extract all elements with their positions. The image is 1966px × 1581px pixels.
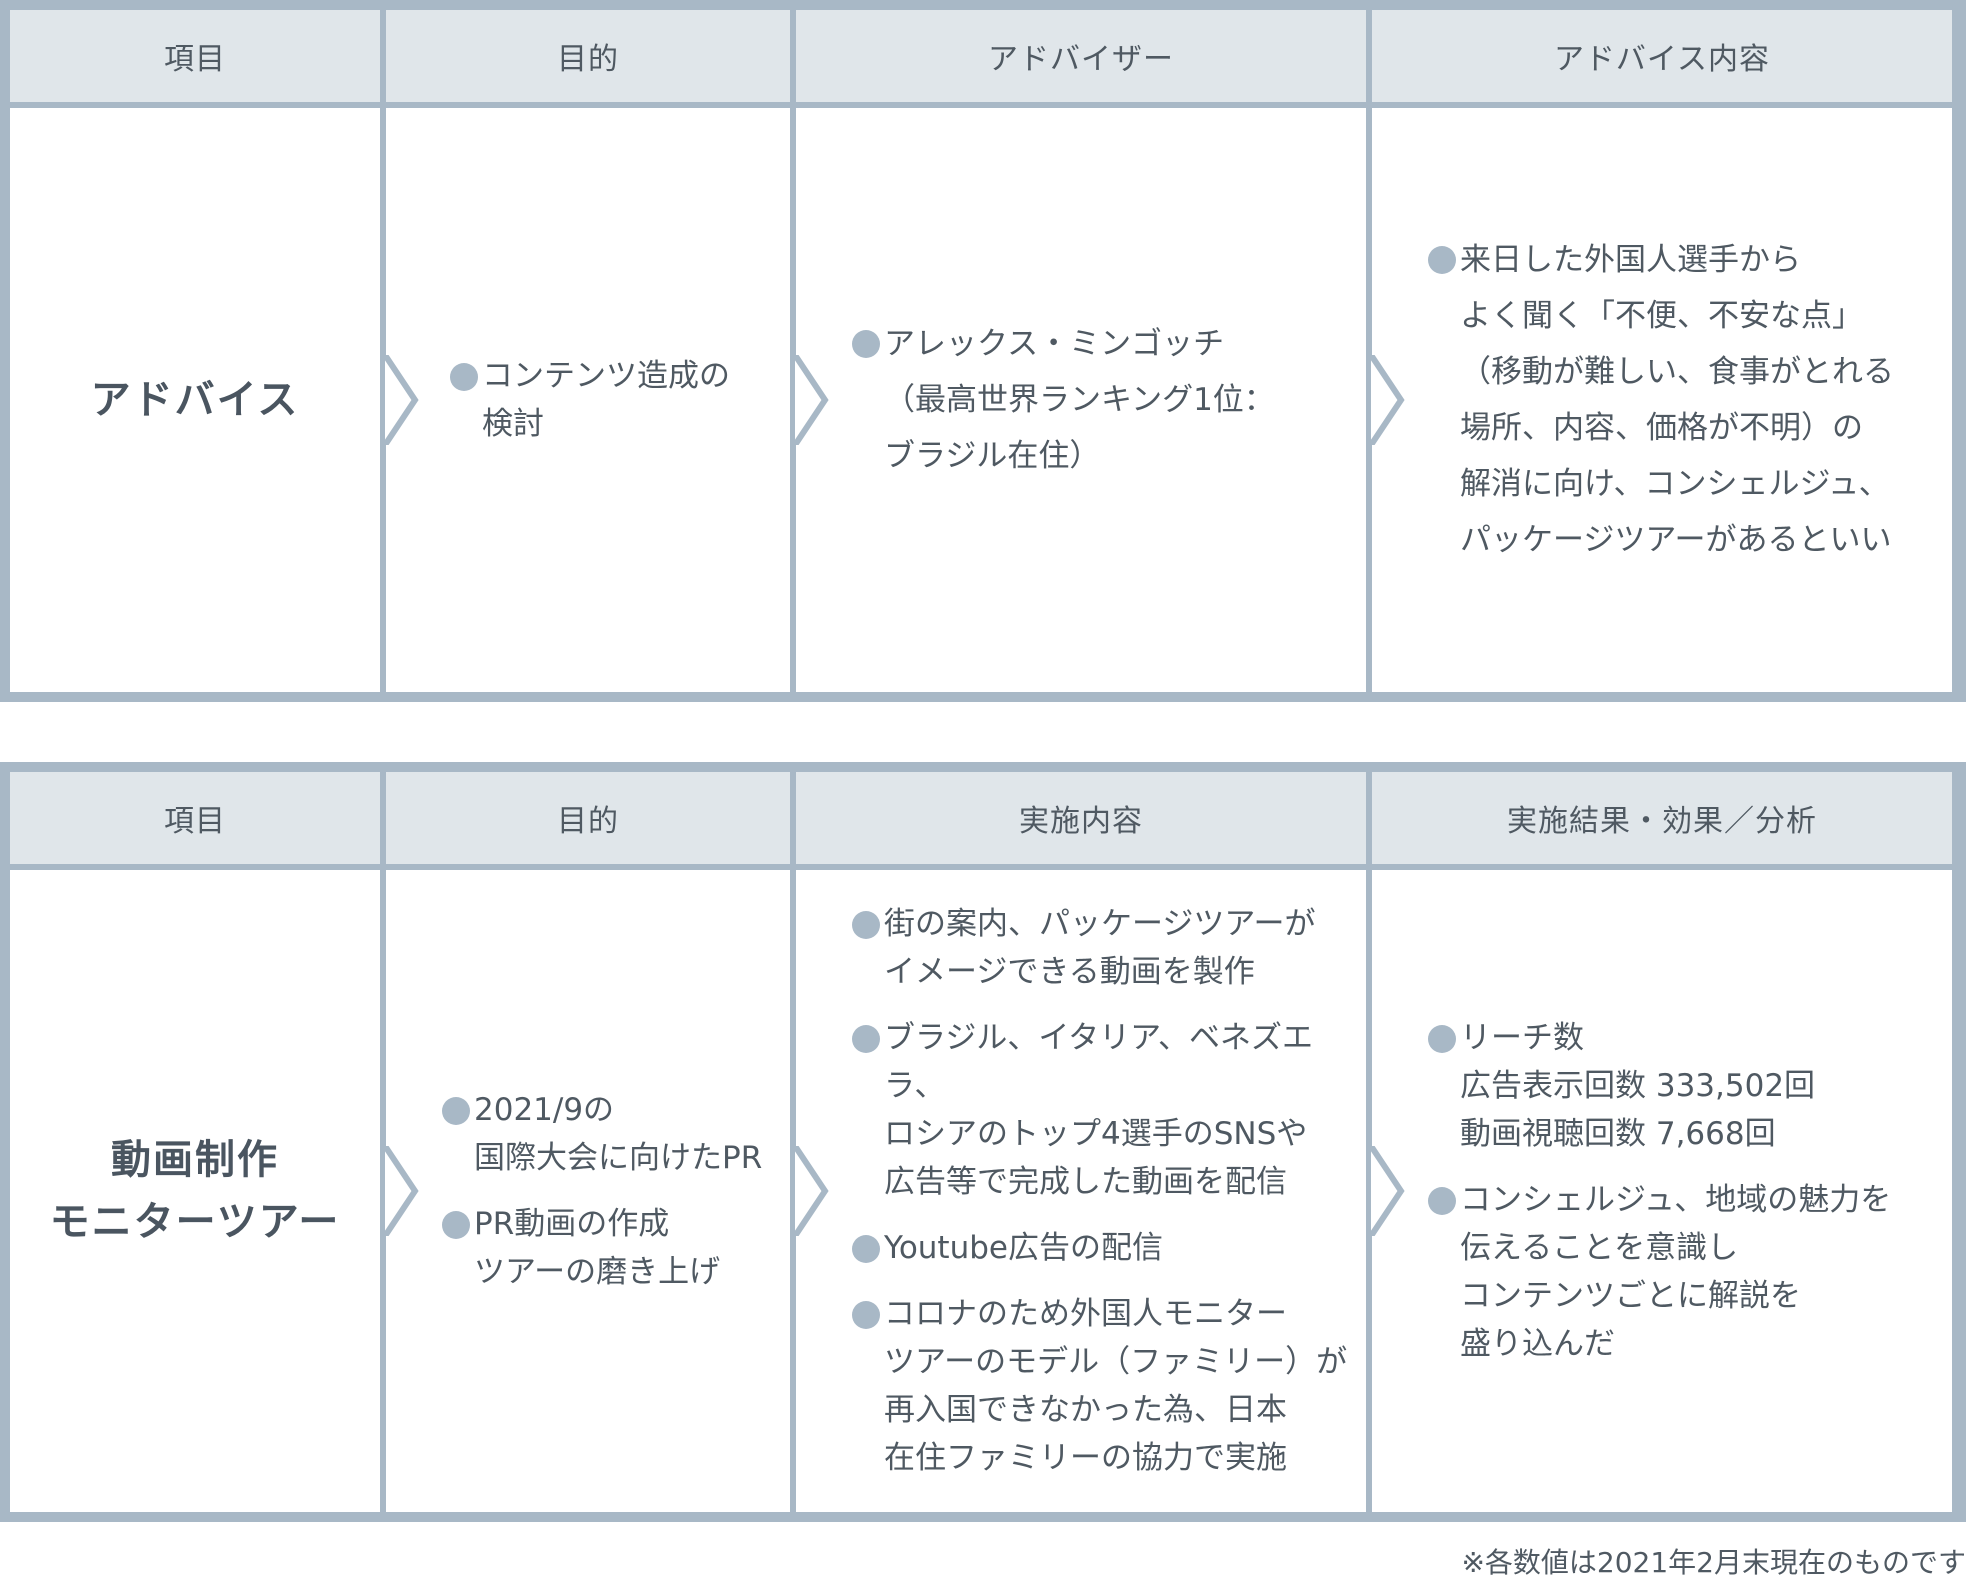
header-purpose: 目的	[386, 10, 790, 102]
list-item: コンシェルジュ、地域の魅力を 伝えることを意識し コンテンツごとに解説を 盛り込…	[1428, 1176, 1891, 1368]
list-item: コロナのため外国人モニター ツアーのモデル（ファミリー）が 再入国できなかった為…	[852, 1290, 1366, 1482]
implementation-text: ブラジル、イタリア、ベネズエラ、 ロシアのトップ4選手のSNSや 広告等で完成し…	[884, 1020, 1314, 1200]
advice-list: 来日した外国人選手から よく聞く「不便、不安な点」 （移動が難しい、食事がとれる…	[1428, 232, 1894, 568]
item-title-line1: 動画制作	[111, 1137, 279, 1183]
bullet-dot	[852, 1025, 880, 1053]
list-item: 街の案内、パッケージツアーが イメージできる動画を製作	[852, 900, 1366, 996]
purpose-text: 2021/9の 国際大会に向けたPR	[474, 1092, 763, 1176]
header-implementation: 実施内容	[796, 772, 1366, 864]
list-item: 2021/9の 国際大会に向けたPR	[442, 1086, 762, 1182]
list-item: 来日した外国人選手から よく聞く「不便、不安な点」 （移動が難しい、食事がとれる…	[1428, 232, 1894, 568]
results-text: コンシェルジュ、地域の魅力を 伝えることを意識し コンテンツごとに解説を 盛り込…	[1460, 1182, 1892, 1362]
chevron-right-icon	[385, 355, 425, 445]
list-item: アレックス・ミンゴッチ （最高世界ランキング1位： ブラジル在住）	[852, 316, 1275, 484]
bullet-dot	[852, 1235, 880, 1263]
list-item: PR動画の作成 ツアーの磨き上げ	[442, 1200, 762, 1296]
chevron-right-icon	[1371, 355, 1411, 445]
purpose-text: PR動画の作成 ツアーの磨き上げ	[474, 1206, 721, 1290]
advice-content-cell: 来日した外国人選手から よく聞く「不便、不安な点」 （移動が難しい、食事がとれる…	[1371, 108, 1952, 692]
footnote: ※各数値は2021年2月末現在のものです	[1461, 1546, 1966, 1579]
implementation-text: Youtube広告の配信	[884, 1230, 1163, 1266]
header-advisor: アドバイザー	[796, 10, 1366, 102]
results-cell: リーチ数 広告表示回数 333,502回 動画視聴回数 7,668回 コンシェル…	[1371, 870, 1952, 1512]
purpose-list: コンテンツ造成の 検討	[450, 352, 730, 448]
bullet-dot	[1428, 246, 1456, 274]
bullet-dot	[852, 330, 880, 358]
item-cell: 動画制作 モニターツアー	[10, 870, 380, 1512]
item-cell: アドバイス	[10, 108, 380, 692]
item-title: 動画制作 モニターツアー	[10, 1129, 380, 1253]
implementation-list: 街の案内、パッケージツアーが イメージできる動画を製作 ブラジル、イタリア、ベネ…	[852, 900, 1366, 1482]
chevron-right-icon	[795, 355, 835, 445]
header-item: 項目	[10, 772, 380, 864]
bullet-dot	[1428, 1025, 1456, 1053]
video-tour-table-header: 項目 目的 実施内容 実施結果・効果／分析	[10, 772, 1956, 864]
item-title-line2: モニターツアー	[49, 1199, 341, 1245]
bullet-dot	[852, 911, 880, 939]
advice-text: 来日した外国人選手から よく聞く「不便、不安な点」 （移動が難しい、食事がとれる…	[1460, 242, 1894, 558]
header-item: 項目	[10, 10, 380, 102]
advice-table: 項目 目的 アドバイザー アドバイス内容 アドバイス コンテンツ造成の 検討 ア…	[0, 0, 1966, 702]
bullet-dot	[852, 1301, 880, 1329]
advisor-cell: アレックス・ミンゴッチ （最高世界ランキング1位： ブラジル在住）	[795, 108, 1366, 692]
advice-table-body: アドバイス コンテンツ造成の 検討 アレックス・ミンゴッチ （最高世界ランキング…	[10, 108, 1956, 692]
chevron-right-icon	[385, 1146, 425, 1236]
purpose-text: コンテンツ造成の 検討	[482, 358, 730, 442]
video-tour-table-body: 動画制作 モニターツアー 2021/9の 国際大会に向けたPR PR動画の作成 …	[10, 870, 1956, 1512]
purpose-cell: 2021/9の 国際大会に向けたPR PR動画の作成 ツアーの磨き上げ	[385, 870, 790, 1512]
implementation-cell: 街の案内、パッケージツアーが イメージできる動画を製作 ブラジル、イタリア、ベネ…	[795, 870, 1366, 1512]
purpose-list: 2021/9の 国際大会に向けたPR PR動画の作成 ツアーの磨き上げ	[442, 1086, 762, 1296]
purpose-cell: コンテンツ造成の 検討	[385, 108, 790, 692]
list-item: Youtube広告の配信	[852, 1224, 1366, 1272]
advisor-text: アレックス・ミンゴッチ （最高世界ランキング1位： ブラジル在住）	[884, 326, 1275, 474]
advisor-list: アレックス・ミンゴッチ （最高世界ランキング1位： ブラジル在住）	[852, 316, 1275, 484]
results-text: リーチ数 広告表示回数 333,502回 動画視聴回数 7,668回	[1460, 1020, 1816, 1152]
chevron-right-icon	[795, 1146, 835, 1236]
list-item: コンテンツ造成の 検討	[450, 352, 730, 448]
header-results: 実施結果・効果／分析	[1372, 772, 1952, 864]
item-title: アドバイス	[90, 377, 300, 423]
implementation-text: コロナのため外国人モニター ツアーのモデル（ファミリー）が 再入国できなかった為…	[884, 1296, 1348, 1476]
list-item: ブラジル、イタリア、ベネズエラ、 ロシアのトップ4選手のSNSや 広告等で完成し…	[852, 1014, 1366, 1206]
implementation-text: 街の案内、パッケージツアーが イメージできる動画を製作	[884, 906, 1316, 990]
video-tour-table: 項目 目的 実施内容 実施結果・効果／分析 動画制作 モニターツアー 2021/…	[0, 762, 1966, 1522]
header-advice-content: アドバイス内容	[1372, 10, 1952, 102]
bullet-dot	[442, 1211, 470, 1239]
chevron-right-icon	[1371, 1146, 1411, 1236]
bullet-dot	[442, 1097, 470, 1125]
list-item: リーチ数 広告表示回数 333,502回 動画視聴回数 7,668回	[1428, 1014, 1891, 1158]
results-list: リーチ数 広告表示回数 333,502回 動画視聴回数 7,668回 コンシェル…	[1428, 1014, 1891, 1368]
advice-table-header: 項目 目的 アドバイザー アドバイス内容	[10, 10, 1956, 102]
bullet-dot	[450, 363, 478, 391]
header-purpose: 目的	[386, 772, 790, 864]
bullet-dot	[1428, 1187, 1456, 1215]
